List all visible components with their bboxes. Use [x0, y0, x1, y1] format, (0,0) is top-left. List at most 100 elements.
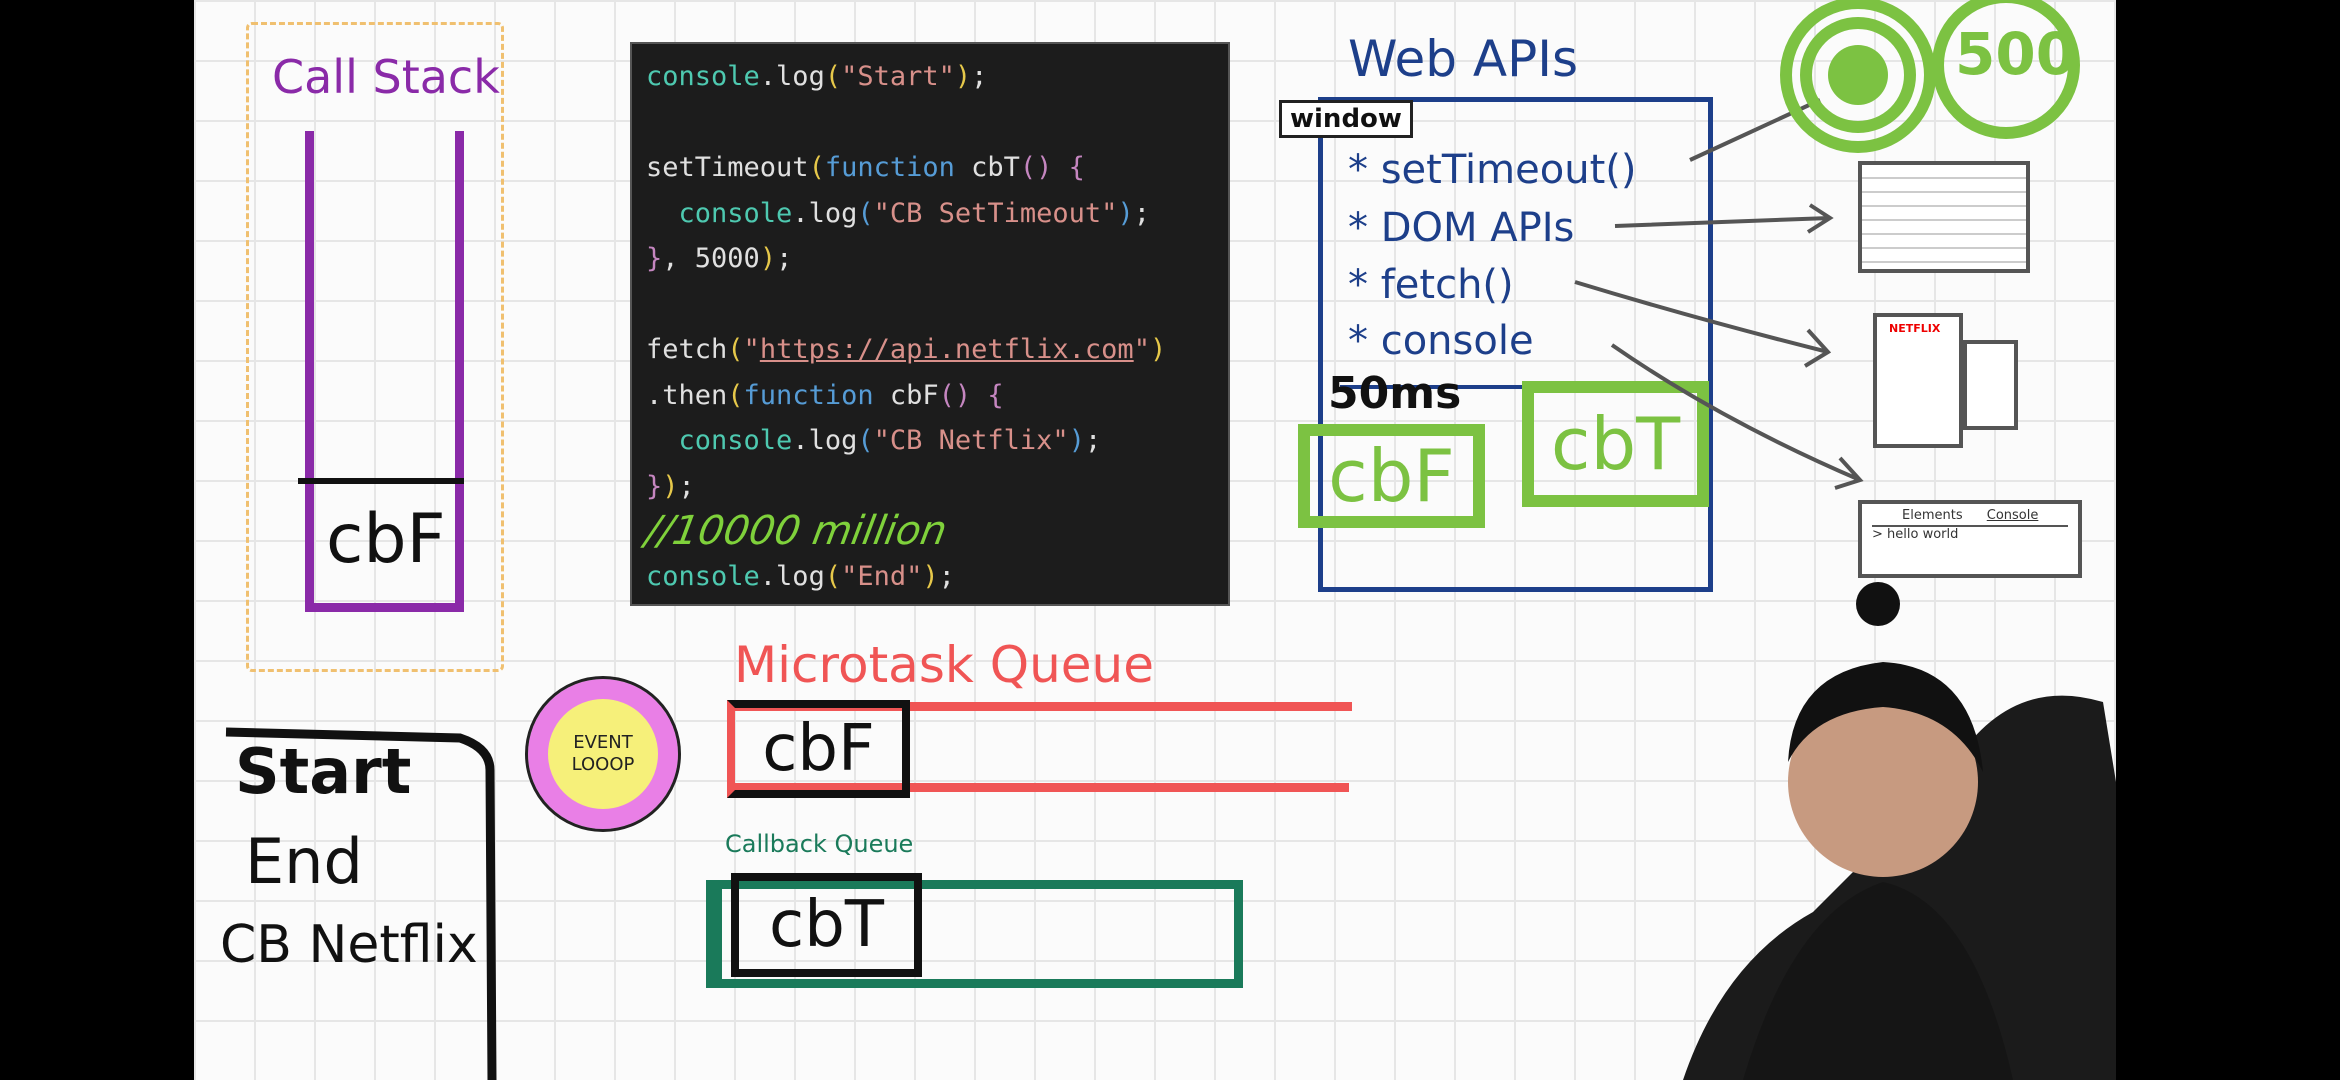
- code-token: console: [646, 61, 760, 92]
- code-line: fetch("https://api.netflix.com"): [646, 327, 1214, 373]
- microtask-queue-top: [727, 702, 1352, 711]
- netflix-label: NETFLIX: [1889, 322, 1941, 335]
- web-api-fetch: * fetch(): [1348, 262, 1514, 308]
- call-stack-left-wall: [305, 131, 314, 612]
- code-token: (: [857, 197, 874, 229]
- code-token: ): [1117, 197, 1134, 229]
- code-token: (): [938, 379, 972, 411]
- window-label: window: [1279, 100, 1413, 138]
- code-token: console: [646, 197, 793, 229]
- event-loop-icon: EVENT LOOOP: [525, 676, 681, 832]
- code-token: }: [646, 470, 663, 502]
- code-token: (: [857, 425, 874, 456]
- code-token: ;: [776, 243, 793, 274]
- code-line: console.log("CB SetTimeout");: [646, 191, 1214, 237]
- call-stack-title: Call Stack: [272, 50, 500, 104]
- code-token: ;: [678, 470, 695, 502]
- callback-item-cbt: cbT: [731, 873, 922, 977]
- console-output: > hello world: [1872, 527, 1959, 542]
- microtask-item-cbf: cbF: [727, 700, 910, 798]
- code-token: .log: [759, 61, 825, 92]
- code-token: , 5000: [662, 243, 760, 274]
- callback-queue-box: [706, 880, 1243, 988]
- code-token: "CB Netflix": [873, 425, 1069, 456]
- code-token: ;: [938, 561, 955, 592]
- code-token: ;: [1084, 425, 1102, 456]
- code-token: (): [1019, 152, 1053, 183]
- dom-thumbnail: [1858, 161, 2030, 273]
- timer-value: 500: [1955, 20, 2077, 88]
- code-token: function: [743, 379, 874, 411]
- code-token: function: [824, 152, 955, 183]
- code-token: fetch: [646, 334, 728, 365]
- code-token: .log: [759, 561, 825, 592]
- code-token: ): [759, 243, 777, 274]
- call-stack-frame: [246, 22, 504, 672]
- event-loop-label: EVENT LOOOP: [571, 732, 635, 775]
- elements-tab: Elements: [1902, 508, 1963, 523]
- pending-cbt: cbT: [1522, 381, 1709, 507]
- output-line-end: End: [245, 825, 363, 898]
- code-token: "End": [841, 561, 923, 592]
- code-token: ): [922, 561, 939, 592]
- code-token: ;: [1133, 197, 1150, 229]
- arrow-fetch: [1574, 280, 1832, 368]
- code-token: cbF: [873, 379, 939, 411]
- code-token: }: [646, 243, 663, 274]
- code-token: "CB SetTimeout": [873, 197, 1118, 229]
- netflix-thumbnail: NETFLIX: [1873, 313, 1963, 448]
- code-line: console.log("End");: [646, 554, 1214, 600]
- timer-icon: [1780, 0, 2080, 153]
- code-token: ): [1068, 425, 1085, 456]
- code-token: console: [646, 561, 760, 592]
- code-token: {: [971, 379, 1004, 411]
- web-api-dom: * DOM APIs: [1348, 205, 1575, 251]
- web-apis-box: [1318, 97, 1713, 592]
- code-token: ): [662, 470, 679, 502]
- code-token: (: [824, 61, 842, 92]
- timer-note: 50ms: [1328, 368, 1462, 419]
- code-line: }, 5000);: [646, 236, 1214, 282]
- code-line: setTimeout(function cbT() {: [646, 145, 1214, 191]
- netflix-thumbnail-2: [1963, 340, 2018, 430]
- microtask-queue-title: Microtask Queue: [734, 636, 1154, 694]
- console-tab: Console: [1986, 508, 2039, 523]
- web-api-settimeout: * setTimeout(): [1348, 147, 1637, 193]
- call-stack-frame-cbf: [298, 478, 464, 484]
- code-line: });: [646, 464, 1214, 510]
- call-stack-frame-label: cbF: [326, 500, 446, 579]
- code-token: (: [727, 379, 744, 411]
- code-token: {: [1052, 152, 1085, 183]
- code-token: (: [727, 334, 744, 365]
- code-token: ): [1149, 334, 1167, 365]
- pending-cbf: cbF: [1298, 424, 1485, 528]
- code-line: console.log("Start");: [646, 54, 1214, 100]
- code-token: cbT: [954, 152, 1020, 183]
- microtask-queue-bottom: [727, 783, 1349, 792]
- web-apis-title: Web APIs: [1348, 30, 1579, 88]
- code-token: https://api.netflix.com: [759, 334, 1134, 365]
- arrow-console: [1610, 343, 1864, 490]
- output-line-start: Start: [235, 735, 412, 808]
- code-token: .log: [792, 425, 858, 456]
- code-token: "Start": [841, 61, 955, 92]
- code-token: .log: [792, 197, 858, 229]
- code-token: (: [808, 152, 825, 183]
- code-line: .then(function cbF() {: [646, 373, 1214, 419]
- code-token: .then: [646, 379, 728, 411]
- code-editor: console.log("Start");setTimeout(function…: [630, 42, 1230, 606]
- code-token: ;: [971, 61, 988, 92]
- code-token: ): [954, 61, 972, 92]
- code-token: console: [646, 425, 793, 456]
- presenter-video: [1683, 582, 2116, 1080]
- code-token: (: [824, 561, 842, 592]
- web-api-console: * console: [1348, 318, 1534, 364]
- call-stack-right-wall: [455, 131, 464, 612]
- code-token: setTimeout: [646, 152, 809, 183]
- callback-queue-title: Callback Queue: [725, 830, 914, 858]
- call-stack-bottom: [305, 603, 464, 612]
- console-output-frame: [225, 727, 497, 1080]
- code-token: ": [1133, 334, 1150, 365]
- arrow-dom: [1614, 203, 1834, 234]
- output-line-cb-netflix: CB Netflix: [220, 915, 478, 975]
